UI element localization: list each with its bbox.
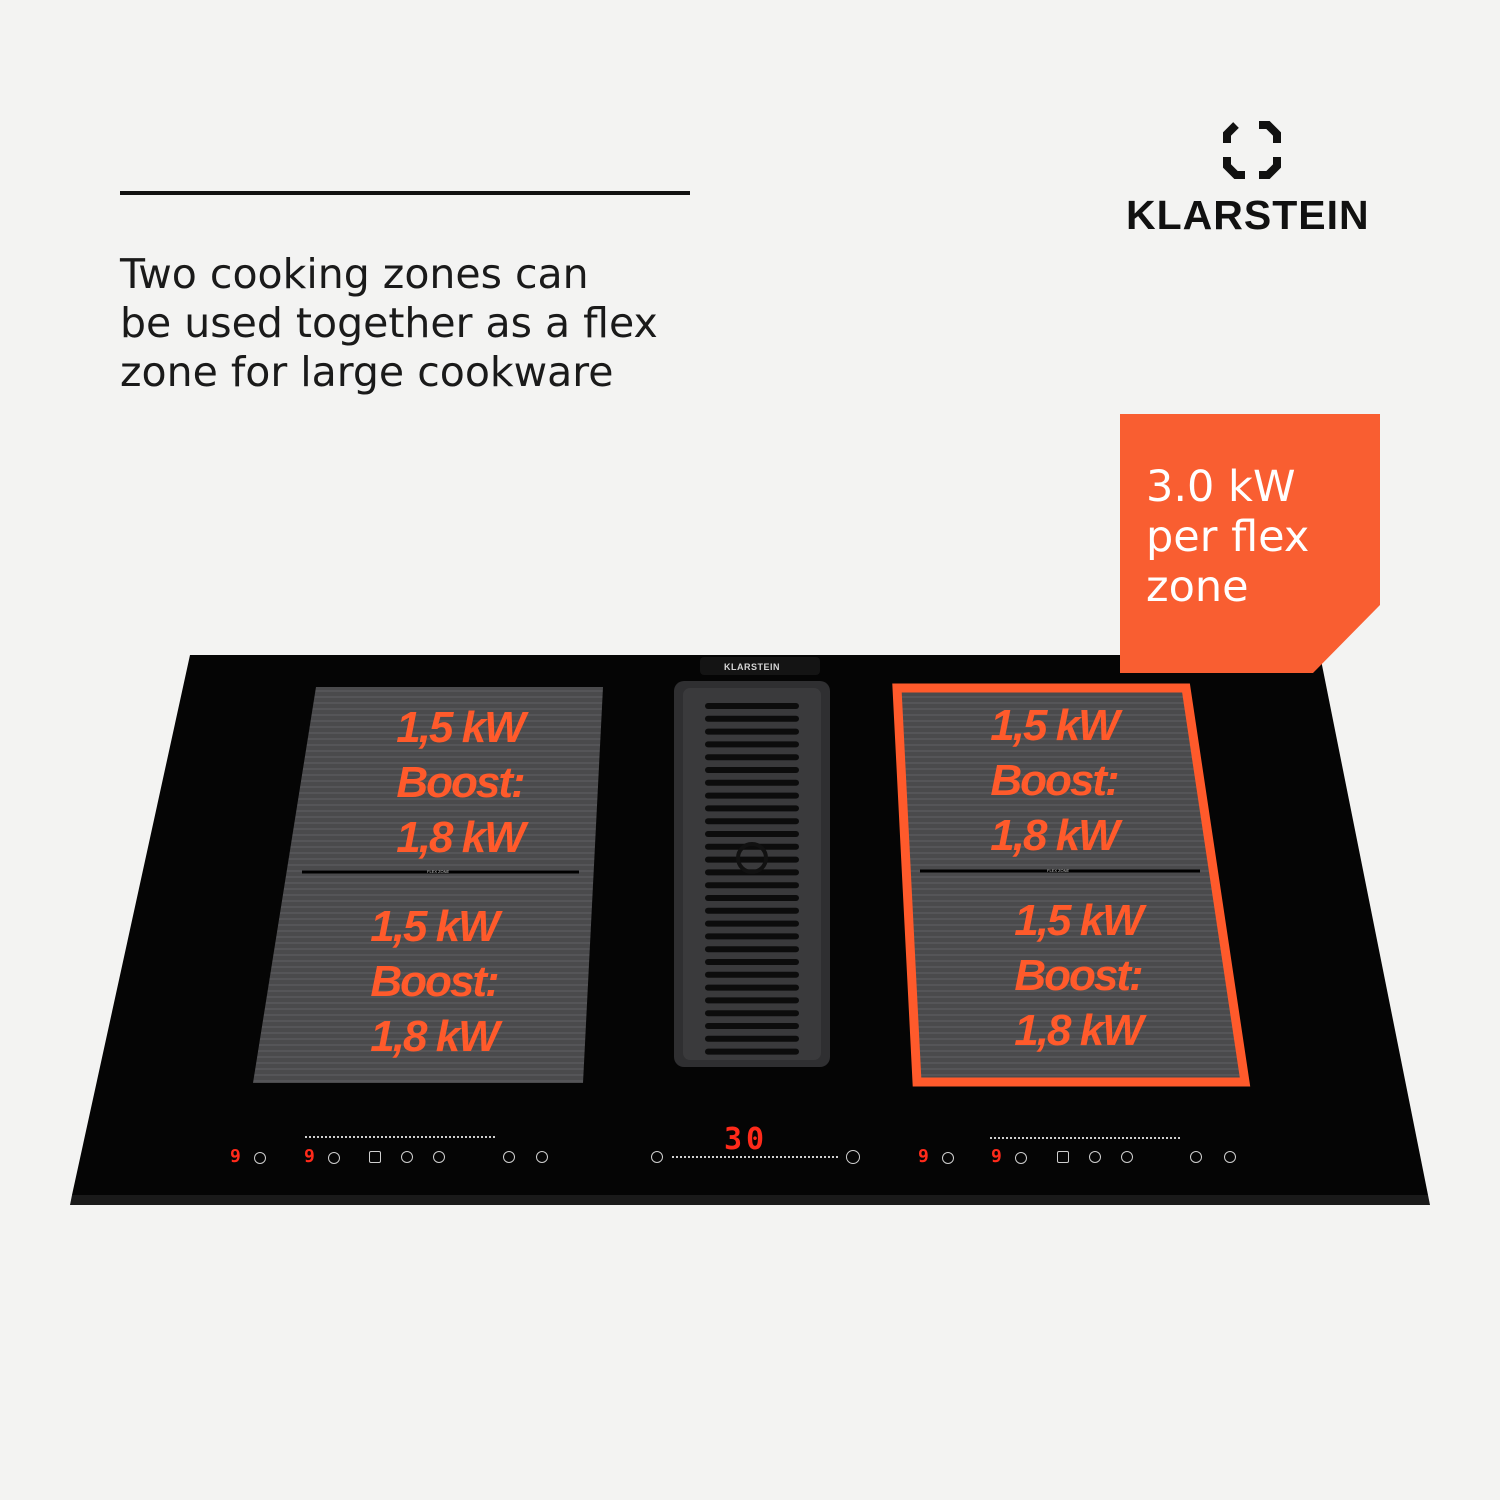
right-lock-button[interactable] [1190,1151,1202,1163]
right-zone-1-select-button[interactable] [942,1152,954,1164]
vent-slot [705,779,799,786]
vent-slot [705,882,799,889]
vent-slot [705,728,799,735]
vent-slot [705,1023,799,1029]
right-zone-2-select-button[interactable] [1015,1152,1027,1164]
right-top-boost-power: 1,8 kW [990,811,1119,860]
vent-slot [705,933,799,940]
vent-slot [705,805,799,812]
vent-slot [705,907,799,914]
right-top-boost-label: Boost: [990,756,1119,805]
vent-slot [705,1048,799,1055]
right-power-button[interactable] [1224,1151,1236,1163]
vent-slot [705,792,799,799]
vent-slot [705,843,799,850]
timer-display: 30 [724,1122,769,1157]
right-bottom-zone-label: 1,5 kW Boost: 1,8 kW [938,893,1218,1058]
left-zone-2-select-button[interactable] [328,1152,340,1164]
diamond-logo-icon [1223,121,1281,179]
headline-line-3: zone for large cookware [120,348,614,396]
left-flex-tag: FLEX ZONE [427,869,450,874]
flag-line-2: per flex [1146,512,1310,562]
left-top-power: 1,5 kW [396,703,525,752]
vent-slot [705,1035,799,1042]
left-bottom-boost-power: 1,8 kW [370,1012,499,1061]
vent-slot [705,831,799,837]
vent-slot [705,1010,799,1017]
headline-line-2: be used together as a flex [120,299,658,347]
header-rule [120,191,690,195]
flag-line-1: 3.0 kW [1146,462,1296,512]
glass-edge [70,1195,1430,1205]
vent-slot [705,715,799,722]
left-bottom-boost-label: Boost: [370,957,499,1006]
vent-slot [705,971,799,978]
left-power-button[interactable] [536,1151,548,1163]
headline-line-1: Two cooking zones can [120,250,589,298]
vent-power-button[interactable] [846,1150,860,1164]
left-zone-2-level: 9 [304,1146,315,1167]
vent-slot [705,959,799,965]
right-flex-button[interactable] [1057,1151,1069,1163]
headline: Two cooking zones can be used together a… [120,250,740,397]
right-flex-highlight [892,683,1251,1087]
left-timer-button[interactable] [433,1151,445,1163]
left-top-zone-label: 1,5 kW Boost: 1,8 kW [320,700,600,865]
left-boost-button[interactable] [401,1151,413,1163]
vent-slot [705,856,799,863]
vent-slot [705,754,799,761]
hob-brand-plate: KLARSTEIN [724,662,780,672]
left-zone-1-select-button[interactable] [254,1152,266,1164]
brand-name: KLARSTEIN [1126,192,1370,238]
left-bottom-zone-label: 1,5 kW Boost: 1,8 kW [294,899,574,1064]
vent-slot [705,741,799,748]
right-zone-1-level: 9 [918,1146,929,1167]
vent-slot [705,997,799,1004]
brand-plate [700,657,820,675]
vent-slot [705,767,799,773]
left-top-boost-power: 1,8 kW [396,813,525,862]
right-boost-button[interactable] [1089,1151,1101,1163]
vent-slots [705,703,799,1055]
flag-line-3: zone [1146,562,1249,612]
vent-slot [705,818,799,825]
vent-slot [705,946,799,953]
left-flex-button[interactable] [369,1151,381,1163]
right-flex-tag: FLEX ZONE [1047,868,1070,873]
flag-text: 3.0 kW per flex zone [1146,462,1366,612]
right-top-power: 1,5 kW [990,701,1119,750]
left-bottom-power: 1,5 kW [370,902,499,951]
vent-slot [705,984,799,991]
vent-slot [705,703,799,709]
vent-timer-button[interactable] [651,1151,663,1163]
right-cooking-zone [897,688,1245,1082]
left-zone-1-level: 9 [230,1146,241,1167]
right-bottom-power: 1,5 kW [1014,896,1143,945]
vent-slot [705,895,799,901]
vent-center-grip [736,842,768,874]
left-lock-button[interactable] [503,1151,515,1163]
right-zone-2-level: 9 [991,1146,1002,1167]
right-timer-button[interactable] [1121,1151,1133,1163]
vent-slot [705,920,799,927]
left-top-boost-label: Boost: [396,758,525,807]
right-bottom-boost-power: 1,8 kW [1014,1006,1143,1055]
right-bottom-boost-label: Boost: [1014,951,1143,1000]
left-cooking-zone [253,687,603,1083]
right-top-zone-label: 1,5 kW Boost: 1,8 kW [914,698,1194,863]
